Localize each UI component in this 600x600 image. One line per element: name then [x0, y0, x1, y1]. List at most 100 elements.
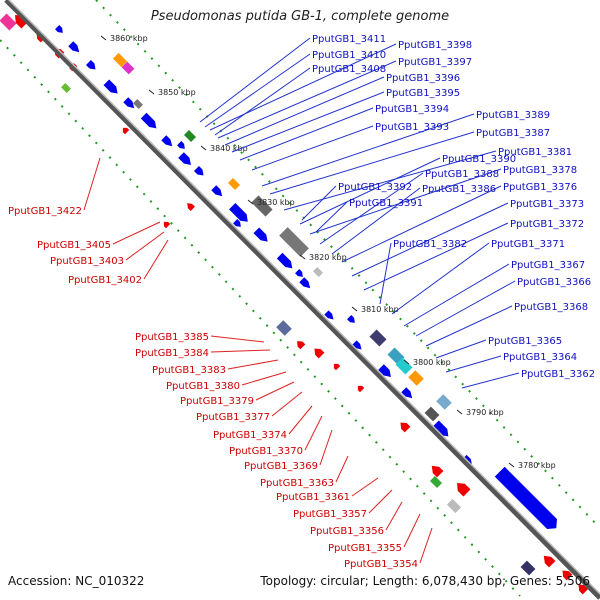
feature-box: [121, 61, 135, 75]
leader-line: [425, 305, 513, 347]
leader-line: [331, 187, 421, 255]
gene-label-plus: PputGB1_3371: [491, 239, 565, 250]
leader-line: [391, 242, 490, 315]
minus-strand-gene: [333, 363, 341, 371]
leader-lines: [83, 37, 520, 564]
leader-line: [288, 405, 313, 435]
leader-line: [269, 131, 475, 195]
minus-strand-gene: [457, 483, 471, 497]
plus-strand-gene: [229, 203, 248, 222]
minus-strand-gene: [400, 422, 411, 433]
leader-line: [239, 107, 374, 161]
scale-tick-label: 3860 kbp: [110, 34, 148, 43]
leader-line: [435, 339, 487, 359]
leader-line: [351, 477, 379, 497]
scale-tick-label: 3850 kbp: [158, 88, 196, 97]
leader-line: [403, 263, 510, 327]
feature-box: [408, 370, 424, 386]
leader-line: [301, 185, 337, 221]
leader-line: [419, 527, 433, 564]
leader-line: [403, 513, 421, 548]
feature-box: [227, 177, 241, 191]
leader-line: [271, 391, 303, 417]
feature-box: [313, 267, 323, 277]
gene-label-minus: PputGB1_3374: [213, 430, 287, 441]
leader-line: [461, 372, 520, 389]
plus-strand-gene: [177, 141, 185, 149]
gene-label-plus: PputGB1_3364: [503, 352, 577, 363]
gc-track-outer: [95, 0, 600, 529]
gene-label-plus: PputGB1_3378: [503, 165, 577, 176]
leader-line: [210, 335, 265, 343]
leader-line: [112, 221, 161, 245]
leader-line: [214, 67, 311, 136]
map-title: Pseudomonas putida GB-1, complete genome: [150, 9, 450, 24]
leader-line: [351, 202, 509, 277]
accession-text: Accession: NC_010322: [8, 574, 145, 588]
leader-line: [319, 172, 424, 245]
minus-strand-gene: [122, 127, 130, 135]
gene-label-minus: PputGB1_3354: [344, 559, 418, 570]
gene-label-plus: PputGB1_3391: [349, 198, 423, 209]
gene-label-plus: PputGB1_3389: [476, 110, 550, 121]
plus-strand-gene: [123, 97, 135, 109]
leader-line: [445, 355, 502, 373]
gene-label-plus: PputGB1_3395: [386, 88, 460, 99]
plus-strand-gene: [193, 165, 204, 176]
minus-strand-gene: [187, 203, 195, 211]
plus-strand-gene: [233, 219, 241, 227]
scale-tick-label: 3790 kbp: [466, 408, 504, 417]
leader-line: [283, 150, 497, 211]
leader-line: [309, 168, 502, 235]
feature-box: [424, 406, 440, 422]
minus-strand-gene: [163, 221, 171, 229]
plus-strand-gene: [161, 135, 173, 147]
gene-label-plus: PputGB1_3376: [503, 182, 577, 193]
scale-tick-label: 3800 kbp: [413, 358, 451, 367]
leader-line: [335, 455, 349, 483]
leader-line: [231, 91, 385, 153]
scale-tick-mark: [100, 35, 107, 41]
gene-label-minus: PputGB1_3405: [37, 240, 111, 251]
feature-box: [429, 475, 443, 489]
leader-line: [204, 53, 311, 128]
gene-label-minus: PputGB1_3403: [50, 256, 124, 267]
gene-label-minus: PputGB1_3355: [328, 543, 402, 554]
leader-line: [299, 157, 441, 225]
gene-label-plus: PputGB1_3410: [312, 50, 386, 61]
gene-label-minus: PputGB1_3402: [68, 275, 142, 286]
gene-label-minus: PputGB1_3357: [293, 509, 367, 520]
feature-box: [61, 83, 71, 93]
minus-strand-gene: [431, 465, 444, 478]
scale-tick-mark: [351, 306, 358, 312]
plus-strand-gene: [299, 277, 311, 289]
plus-strand-gene: [211, 185, 223, 197]
leader-line: [217, 60, 397, 139]
leader-line: [210, 349, 271, 353]
scale-tick-mark: [200, 145, 207, 151]
gene-label-plus: PputGB1_3387: [476, 128, 550, 139]
gene-label-plus: PputGB1_3398: [398, 40, 472, 51]
leader-line: [83, 157, 101, 211]
plus-strand-gene: [352, 340, 362, 350]
gene-label-plus: PputGB1_3372: [510, 219, 584, 230]
scale-tick-mark: [148, 89, 155, 95]
gene-label-minus: PputGB1_3380: [166, 381, 240, 392]
plus-strand-gene: [432, 420, 449, 437]
plus-strand-gene: [85, 59, 96, 70]
plus-strand-gene: [140, 112, 157, 129]
plus-strand-gene: [103, 79, 118, 94]
leader-line: [143, 239, 169, 280]
gene-label-plus: PputGB1_3381: [498, 147, 572, 158]
gc-track-inner: [0, 39, 521, 597]
gene-label-plus: PputGB1_3368: [514, 302, 588, 313]
scale-tick-mark: [247, 199, 254, 205]
feature-box: [369, 329, 387, 347]
gene-label-plus: PputGB1_3388: [425, 169, 499, 180]
feature-track: [0, 13, 589, 595]
plus-strand-gene: [276, 252, 293, 269]
gene-label-minus: PputGB1_3385: [135, 332, 209, 343]
leader-line: [255, 381, 295, 401]
scale-tick-label: 3830 kbp: [257, 198, 295, 207]
